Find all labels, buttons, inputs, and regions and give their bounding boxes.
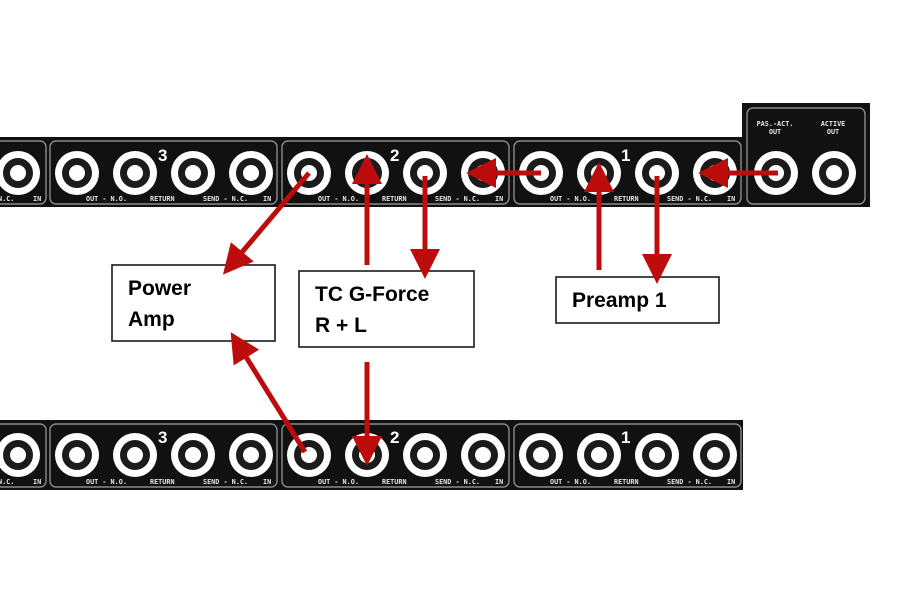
- jack-label: SEND - N.C.: [435, 195, 480, 203]
- jack-label: RETURN: [150, 195, 175, 203]
- arrow-bottom-out2-to-poweramp: [230, 332, 308, 454]
- top-partial-segment: N.C. IN: [0, 140, 47, 205]
- jack-label: IN: [33, 195, 41, 203]
- jack-label: IN: [263, 195, 271, 203]
- jack-label: RETURN: [614, 478, 639, 486]
- jack-label: OUT - N.O.: [550, 478, 591, 486]
- jack-label: OUT - N.O.: [550, 195, 591, 203]
- tc-gforce-label-line1: TC G-Force: [315, 283, 429, 306]
- jack-label: SEND - N.C.: [667, 195, 712, 203]
- jack-label: N.C.: [0, 195, 14, 203]
- jack-label: SEND - N.C.: [203, 478, 248, 486]
- segment-number: 1: [621, 428, 630, 447]
- jack-label: OUT - N.O.: [86, 478, 127, 486]
- preamp1-label: Preamp 1: [572, 289, 667, 312]
- top-segment-3-outline: [49, 140, 278, 205]
- jack-label: SEND - N.C.: [203, 195, 248, 203]
- bottom-rack: N.C. IN 3 OUT - N.O. RETURN SEND - N.C. …: [0, 420, 743, 490]
- power-amp-label-line2: Amp: [128, 308, 175, 331]
- bottom-segment-1: 1 OUT - N.O. RETURN SEND - N.C. IN: [513, 423, 742, 488]
- preamp1-box[interactable]: Preamp 1: [555, 276, 720, 324]
- jack-label: IN: [495, 195, 503, 203]
- jack-label: IN: [727, 478, 735, 486]
- jack-label: RETURN: [614, 195, 639, 203]
- segment-number: 3: [158, 146, 167, 165]
- jack-label: SEND - N.C.: [435, 478, 480, 486]
- jack-label: IN: [33, 478, 41, 486]
- top-segment-3: 3 OUT - N.O. RETURN SEND - N.C. IN: [49, 140, 278, 205]
- power-amp-label-line1: Power: [128, 277, 191, 300]
- top-rack: N.C. IN 3 OUT - N.O. RETURN SEND - N.C. …: [0, 103, 870, 207]
- jack-label: OUT - N.O.: [86, 195, 127, 203]
- jack-label: OUT - N.O.: [318, 195, 359, 203]
- pas-act-out-label: PAS.-ACT.OUT: [757, 120, 794, 136]
- segment-number: 2: [390, 428, 399, 447]
- jack-label: RETURN: [382, 195, 407, 203]
- jack-label: OUT - N.O.: [318, 478, 359, 486]
- jack-label: IN: [263, 478, 271, 486]
- signal-arrows: [222, 154, 778, 466]
- power-amp-box[interactable]: Power Amp: [111, 264, 276, 342]
- bottom-segment-3: 3 OUT - N.O. RETURN SEND - N.C. IN: [49, 423, 278, 488]
- bottom-partial-segment: N.C. IN: [0, 423, 47, 488]
- jack-label: IN: [727, 195, 735, 203]
- segment-number: 3: [158, 428, 167, 447]
- top-end-module-body: [742, 103, 870, 207]
- tc-gforce-box[interactable]: TC G-Force R + L: [298, 270, 475, 348]
- jack-label: SEND - N.C.: [667, 478, 712, 486]
- segment-number: 2: [390, 146, 399, 165]
- jack-label: RETURN: [150, 478, 175, 486]
- top-partial-outline: [0, 140, 47, 205]
- segment-number: 1: [621, 146, 630, 165]
- end-module-outline: [746, 107, 866, 205]
- arrow-out2-to-poweramp: [222, 171, 311, 275]
- jack-label: N.C.: [0, 478, 14, 486]
- jack-label: IN: [495, 478, 503, 486]
- tc-gforce-label-line2: R + L: [315, 314, 367, 337]
- jack-label: RETURN: [382, 478, 407, 486]
